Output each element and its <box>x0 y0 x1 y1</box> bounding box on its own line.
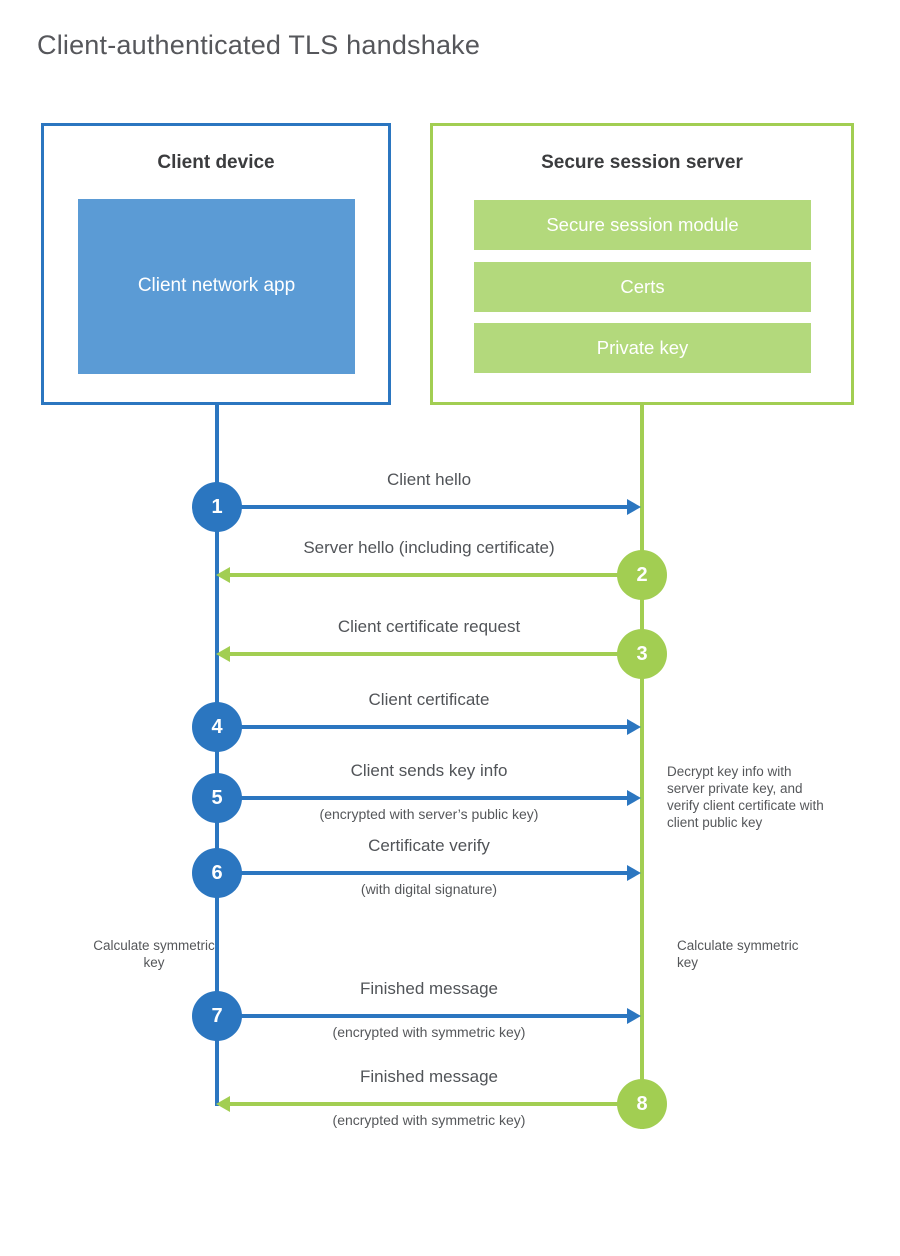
step-3-arrow-line <box>230 652 642 656</box>
step-2-arrow-line <box>230 573 642 577</box>
step-8-label: Finished message <box>360 1067 498 1086</box>
server-module-private-key: Private key <box>474 323 811 373</box>
step-3-label: Client certificate request <box>337 617 521 636</box>
step-5-label: Client sends key info <box>350 761 508 780</box>
step-5-arrow-line <box>217 796 629 800</box>
step-6-certificate-verify: Certificate verify 6 (with digital signa… <box>0 836 900 898</box>
step-8-sublabel: (encrypted with symmetric key) <box>332 1112 526 1128</box>
client-device-title: Client device <box>157 152 275 173</box>
step-5-client-sends-key-info: Client sends key info 5 (encrypted with … <box>0 761 900 823</box>
server-box-title: Secure session server <box>541 152 743 173</box>
step-4-arrow-line <box>217 725 629 729</box>
step-1-client-hello: Client hello 1 <box>0 470 900 532</box>
page-title: Client-authenticated TLS handshake <box>37 30 481 60</box>
client-lifeline <box>215 404 219 1106</box>
server-box: Secure session server Secure session mod… <box>430 123 854 405</box>
step-3-arrowhead-left-icon <box>216 646 230 662</box>
step-5-number-badge: 5 <box>192 773 242 823</box>
client-device-box: Client device Client network app <box>41 123 391 405</box>
step-1-label: Client hello <box>386 470 472 489</box>
step-8-arrowhead-left-icon <box>216 1096 230 1112</box>
calculate-symmetric-key-note-server: Calculate symmetric key <box>677 938 799 970</box>
step-6-arrowhead-right-icon <box>627 865 641 881</box>
decrypt-key-note: Decrypt key info with server private key… <box>667 764 824 830</box>
step-6-sublabel: (with digital signature) <box>360 881 498 897</box>
calculate-symmetric-key-note-client: Calculate symmetric key <box>93 938 215 970</box>
step-3-client-certificate-request: Client certificate request 3 <box>0 617 900 679</box>
client-network-app-label: Client network app <box>137 275 296 297</box>
step-4-arrowhead-right-icon <box>627 719 641 735</box>
step-5-sublabel: (encrypted with server’s public key) <box>319 806 539 822</box>
step-1-arrow-line <box>217 505 629 509</box>
step-1-arrowhead-right-icon <box>627 499 641 515</box>
step-4-client-certificate: Client certificate 4 <box>0 690 900 752</box>
step-2-number-badge: 2 <box>617 550 667 600</box>
step-3-number-badge: 3 <box>617 629 667 679</box>
step-2-server-hello: Server hello (including certificate) 2 <box>0 538 900 600</box>
step-7-sublabel: (encrypted with symmetric key) <box>332 1024 526 1040</box>
step-2-label: Server hello (including certificate) <box>303 538 555 557</box>
step-7-arrowhead-right-icon <box>627 1008 641 1024</box>
step-7-finished-message: Finished message 7 (encrypted with symme… <box>0 979 900 1041</box>
step-6-label: Certificate verify <box>368 836 490 855</box>
step-7-number-badge: 7 <box>192 991 242 1041</box>
step-8-arrow-line <box>230 1102 642 1106</box>
step-4-label: Client certificate <box>368 690 490 709</box>
client-network-app-box: Client network app <box>78 199 355 374</box>
step-5-arrowhead-right-icon <box>627 790 641 806</box>
step-8-number-badge: 8 <box>617 1079 667 1129</box>
step-1-number-badge: 1 <box>192 482 242 532</box>
server-lifeline <box>640 404 644 1129</box>
step-8-finished-message: Finished message 8 (encrypted with symme… <box>0 1067 900 1129</box>
step-6-number-badge: 6 <box>192 848 242 898</box>
step-6-arrow-line <box>217 871 629 875</box>
step-7-label: Finished message <box>360 979 498 998</box>
server-module-secure-session: Secure session module <box>474 200 811 250</box>
step-7-arrow-line <box>217 1014 629 1018</box>
server-module-certs: Certs <box>474 262 811 312</box>
step-4-number-badge: 4 <box>192 702 242 752</box>
step-2-arrowhead-left-icon <box>216 567 230 583</box>
